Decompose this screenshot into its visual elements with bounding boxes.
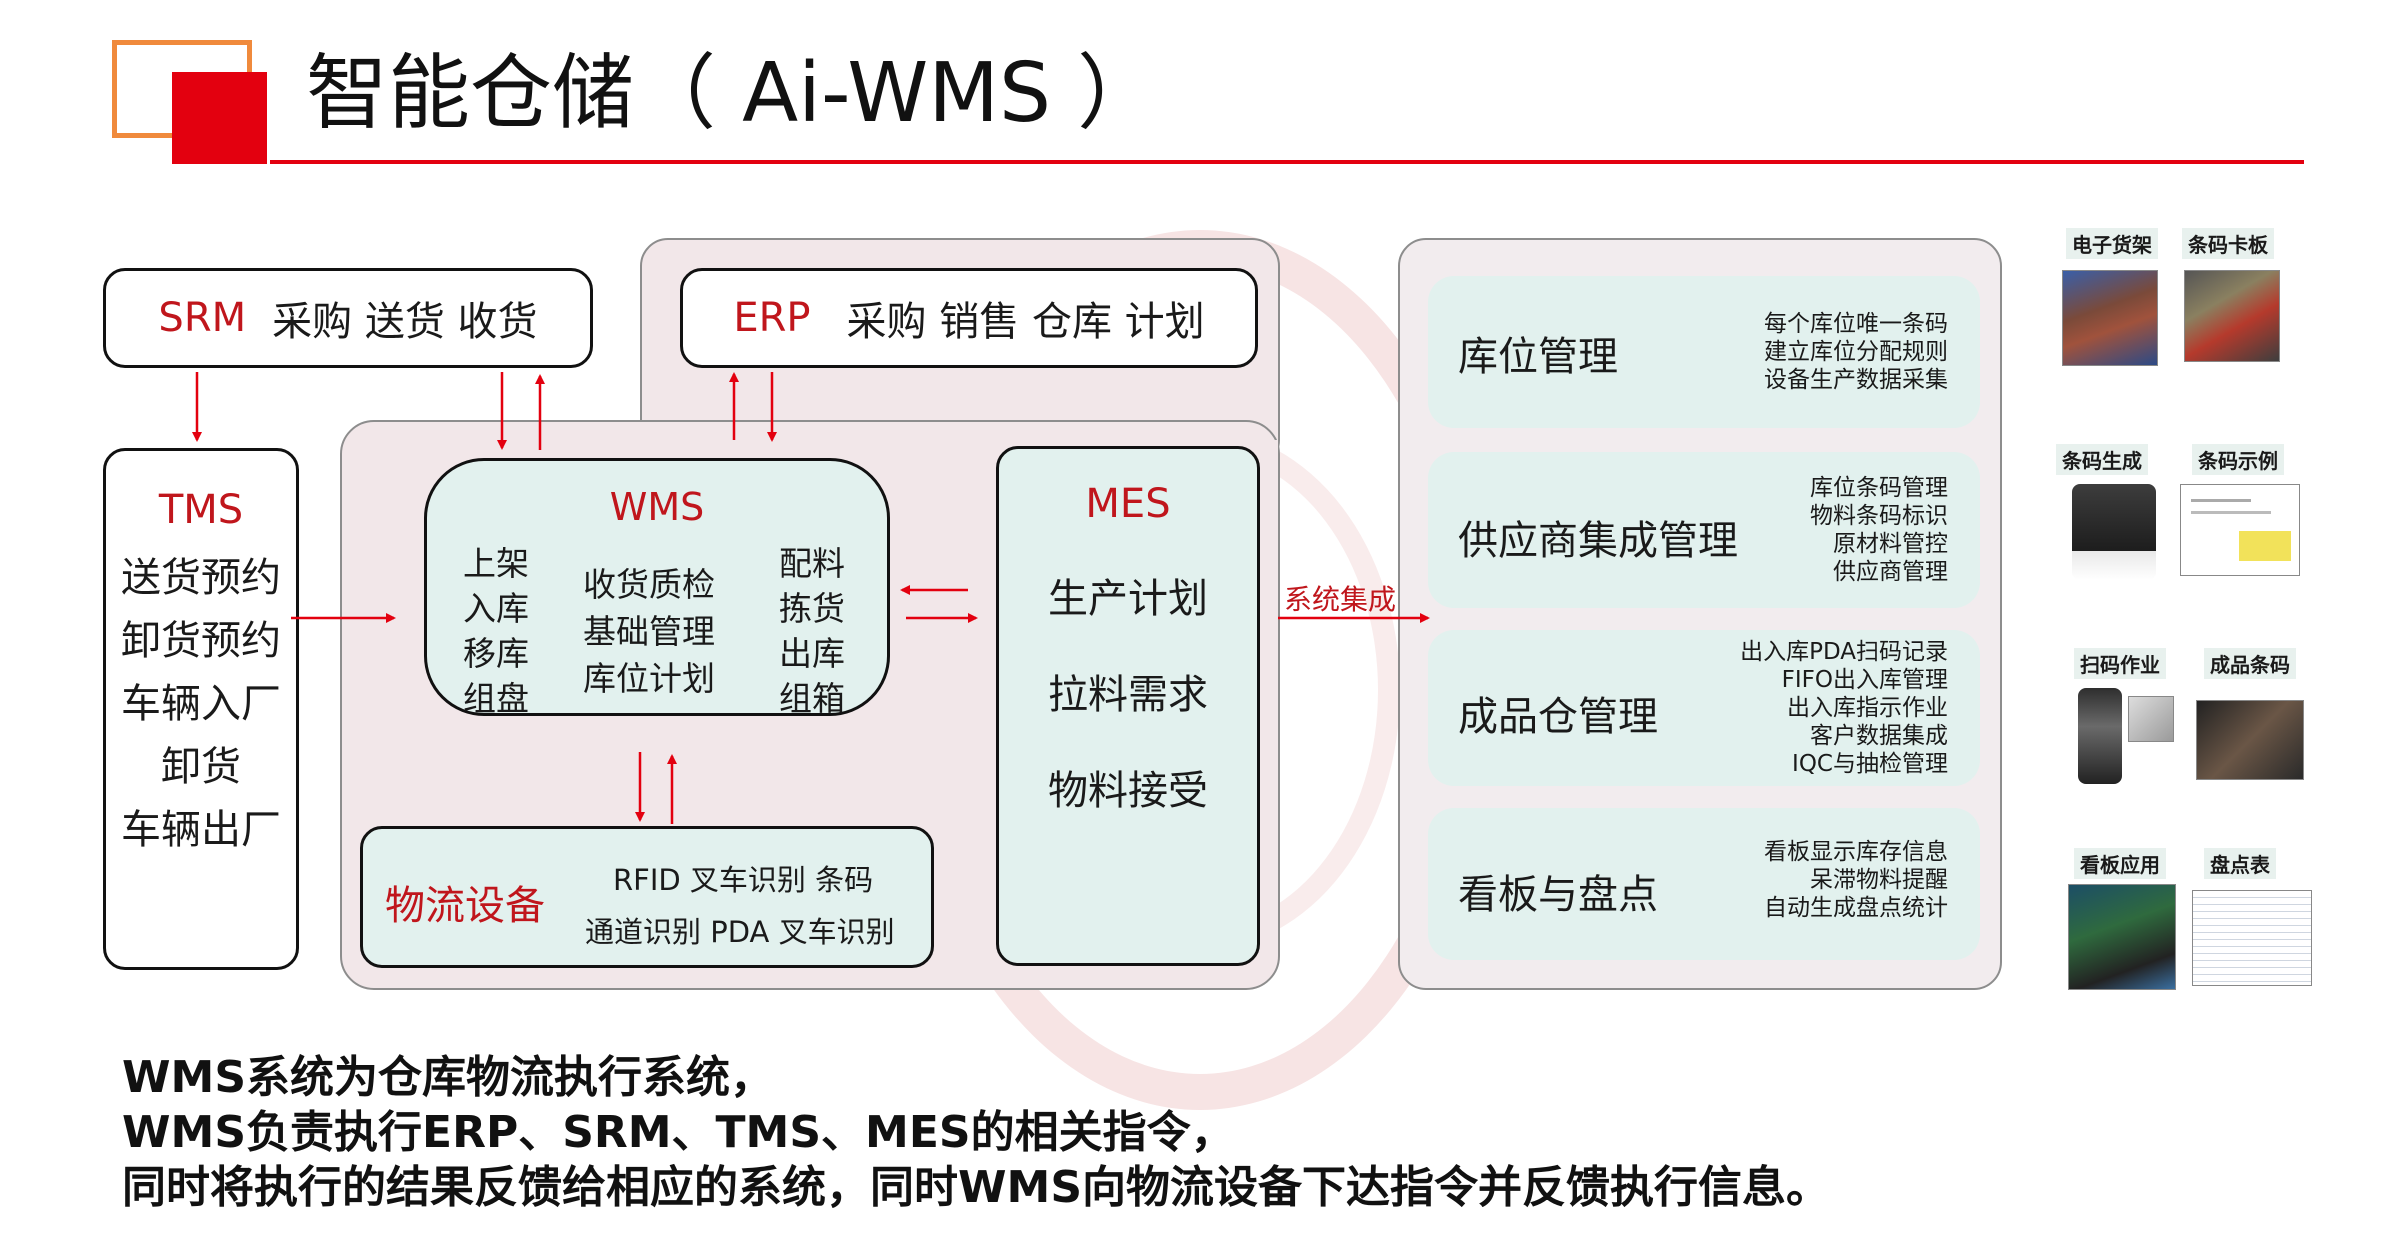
thumb-label: 扫码作业 — [2074, 648, 2166, 679]
note-line: WMS负责执行ERP、SRM、TMS、MES的相关指令， — [122, 1107, 1235, 1158]
module-desc-line: 自动生成盘点统计 — [1764, 895, 1948, 921]
equipment-line: 通道识别 PDA 叉车识别 — [585, 915, 895, 949]
scanner-photo-icon — [2078, 688, 2122, 784]
module-desc-line: 每个库位唯一条码 — [1764, 311, 1948, 337]
erp-items: 采购 销售 仓库 计划 — [846, 299, 1205, 345]
module-desc-line: FIFO出入库管理 — [1781, 667, 1948, 693]
module-board-inventory: 看板与盘点 看板显示库存信息 呆滞物料提醒 自动生成盘点统计 — [1428, 808, 1980, 960]
module-location: 库位管理 每个库位唯一条码 建立库位分配规则 设备生产数据采集 — [1428, 276, 1980, 428]
tms-line: 卸货 — [161, 744, 241, 790]
module-desc: 出入库PDA扫码记录 FIFO出入库管理 出入库指示作业 客户数据集成 IQC与… — [1740, 638, 1948, 778]
thumb-label: 成品条码 — [2204, 648, 2296, 679]
module-desc-line: 供应商管理 — [1833, 559, 1948, 585]
wms-item: 组盘 — [463, 679, 529, 718]
wms-item: 拣货 — [779, 589, 845, 628]
module-desc-line: 设备生产数据采集 — [1764, 367, 1948, 393]
mes-line: 物料接受 — [1048, 768, 1208, 814]
sheet-photo-icon — [2192, 890, 2312, 986]
module-desc-line: 客户数据集成 — [1810, 723, 1948, 749]
thumb-label: 看板应用 — [2074, 848, 2166, 879]
wms-item: 收货质检 — [583, 565, 715, 604]
module-desc-line: 原材料管控 — [1833, 531, 1948, 557]
wms-col-left: 上架 入库 移库 组盘 — [463, 541, 529, 721]
title-underline — [270, 160, 2304, 164]
wms-item: 上架 — [463, 544, 529, 583]
thumb-label: 条码生成 — [2056, 444, 2148, 475]
mes-label: MES — [1085, 481, 1171, 527]
module-name: 库位管理 — [1458, 334, 1618, 380]
carton-photo-icon — [2196, 700, 2304, 780]
erp-label: ERP — [733, 295, 811, 341]
module-desc: 看板显示库存信息 呆滞物料提醒 自动生成盘点统计 — [1764, 838, 1948, 922]
wms-box: WMS 上架 入库 移库 组盘 收货质检 基础管理 库位计划 配料 拣货 出库 … — [424, 458, 890, 718]
module-finished-goods: 成品仓管理 出入库PDA扫码记录 FIFO出入库管理 出入库指示作业 客户数据集… — [1428, 630, 1980, 786]
tms-line: 送货预约 — [121, 555, 281, 601]
mes-line: 生产计划 — [1048, 576, 1208, 622]
integration-label: 系统集成 — [1284, 583, 1397, 616]
wms-item: 组箱 — [779, 679, 845, 718]
module-supplier: 供应商集成管理 库位条码管理 物料条码标识 原材料管控 供应商管理 — [1428, 452, 1980, 608]
module-desc-line: IQC与抽检管理 — [1792, 751, 1948, 777]
module-desc: 库位条码管理 物料条码标识 原材料管控 供应商管理 — [1810, 474, 1948, 586]
mes-line: 拉料需求 — [1048, 672, 1208, 718]
thumb-label: 盘点表 — [2204, 848, 2276, 879]
title-decor-block — [172, 72, 267, 164]
module-name: 成品仓管理 — [1458, 694, 1658, 740]
module-name: 看板与盘点 — [1458, 872, 1658, 918]
tms-line: 车辆入厂 — [121, 681, 281, 727]
board-photo-icon — [2068, 884, 2176, 990]
printer-photo-icon — [2072, 484, 2156, 580]
wms-item: 入库 — [463, 589, 529, 628]
wms-col-right: 配料 拣货 出库 组箱 — [779, 541, 845, 721]
srm-box: SRM 采购 送货 收货 — [103, 268, 593, 368]
srm-items: 采购 送货 收货 — [272, 299, 538, 345]
module-desc-line: 出入库PDA扫码记录 — [1740, 639, 1948, 665]
erp-box: ERP 采购 销售 仓库 计划 — [680, 268, 1258, 368]
tms-label: TMS — [158, 487, 244, 533]
page-title: 智能仓储（ Ai-WMS ） — [306, 46, 1160, 141]
thumb-label: 条码示例 — [2192, 444, 2284, 475]
module-name: 供应商集成管理 — [1458, 518, 1738, 564]
equipment-box: 物流设备 RFID 叉车识别 条码 通道识别 PDA 叉车识别 — [360, 826, 934, 968]
note-line: 同时将执行的结果反馈给相应的系统，同时WMS向物流设备下达指令并反馈执行信息。 — [122, 1162, 1831, 1213]
module-desc-line: 物料条码标识 — [1810, 503, 1948, 529]
srm-label: SRM — [158, 295, 247, 341]
wms-col-center: 收货质检 基础管理 库位计划 — [583, 561, 715, 702]
equipment-line: RFID 叉车识别 条码 — [613, 863, 874, 897]
summary-notes: WMS系统为仓库物流执行系统， WMS负责执行ERP、SRM、TMS、MES的相… — [122, 1050, 1830, 1215]
wms-item: 配料 — [779, 544, 845, 583]
module-desc-line: 出入库指示作业 — [1787, 695, 1948, 721]
thumb-label: 电子货架 — [2066, 228, 2158, 259]
wms-label: WMS — [609, 485, 705, 529]
wms-item: 出库 — [779, 634, 845, 673]
tms-box: TMS 送货预约 卸货预约 车辆入厂 卸货 车辆出厂 — [103, 448, 299, 970]
label-sample-icon — [2180, 484, 2300, 576]
module-desc-line: 呆滞物料提醒 — [1810, 867, 1948, 893]
pallet-photo-icon — [2184, 270, 2280, 362]
wms-item: 移库 — [463, 634, 529, 673]
note-line: WMS系统为仓库物流执行系统， — [122, 1052, 775, 1103]
equipment-label: 物流设备 — [385, 883, 545, 929]
scanner-tag-icon — [2128, 696, 2174, 742]
module-desc-line: 库位条码管理 — [1810, 475, 1948, 501]
wms-item: 库位计划 — [583, 659, 715, 698]
module-desc-line: 看板显示库存信息 — [1764, 839, 1948, 865]
wms-item: 基础管理 — [583, 612, 715, 651]
module-desc-line: 建立库位分配规则 — [1764, 339, 1948, 365]
shelf-photo-icon — [2062, 270, 2158, 366]
tms-line: 车辆出厂 — [121, 807, 281, 853]
tms-line: 卸货预约 — [121, 618, 281, 664]
mes-box: MES 生产计划 拉料需求 物料接受 — [996, 446, 1260, 966]
module-desc: 每个库位唯一条码 建立库位分配规则 设备生产数据采集 — [1764, 310, 1948, 394]
thumb-label: 条码卡板 — [2182, 228, 2274, 259]
